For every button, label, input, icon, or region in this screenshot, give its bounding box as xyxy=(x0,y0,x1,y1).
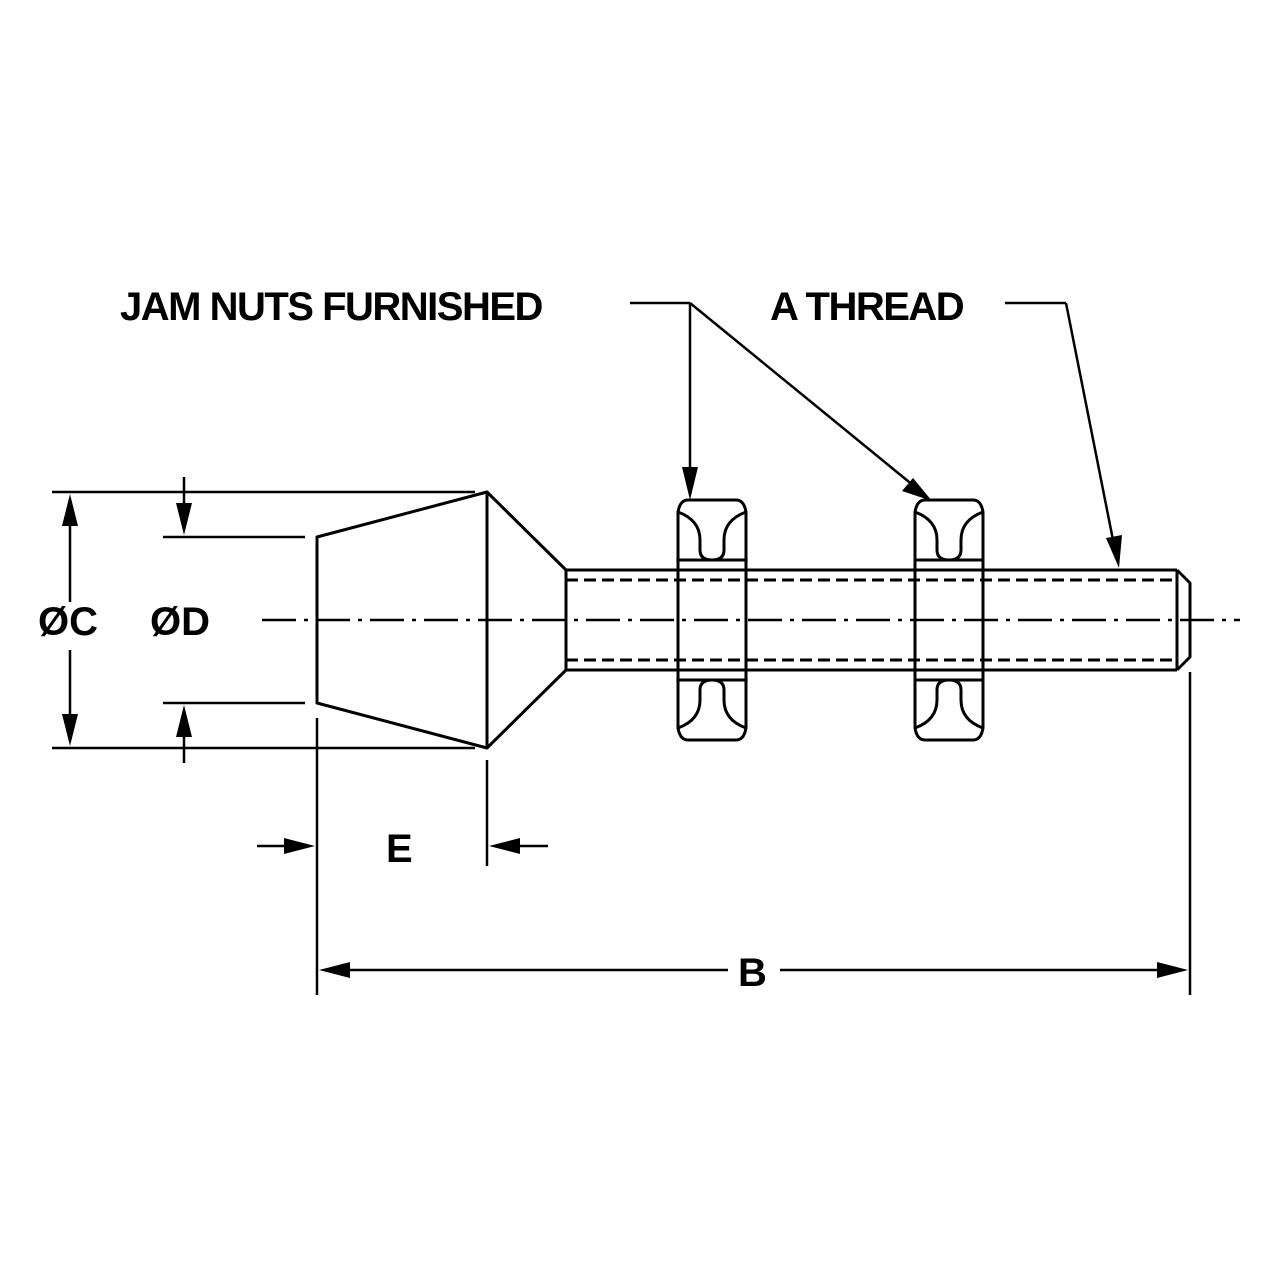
jam-nuts-leader xyxy=(630,301,932,501)
conical-pad xyxy=(315,490,568,750)
dimension-d xyxy=(163,477,305,763)
threaded-stud xyxy=(564,568,1192,672)
dim-e-label: E xyxy=(386,827,413,871)
dia-d-label: ØD xyxy=(150,600,210,644)
dim-b-label: B xyxy=(738,951,767,995)
dia-c-label: ØC xyxy=(38,600,98,644)
dimension-c xyxy=(52,490,475,750)
dimension-e xyxy=(257,718,548,995)
thread-leader xyxy=(1005,301,1122,568)
dimension-b xyxy=(319,672,1192,995)
jam-nut-1 xyxy=(676,498,748,742)
jam-nut-2 xyxy=(913,498,985,742)
jam-nuts-label: JAM NUTS FURNISHED xyxy=(120,285,543,329)
thread-label: A THREAD xyxy=(770,285,964,329)
